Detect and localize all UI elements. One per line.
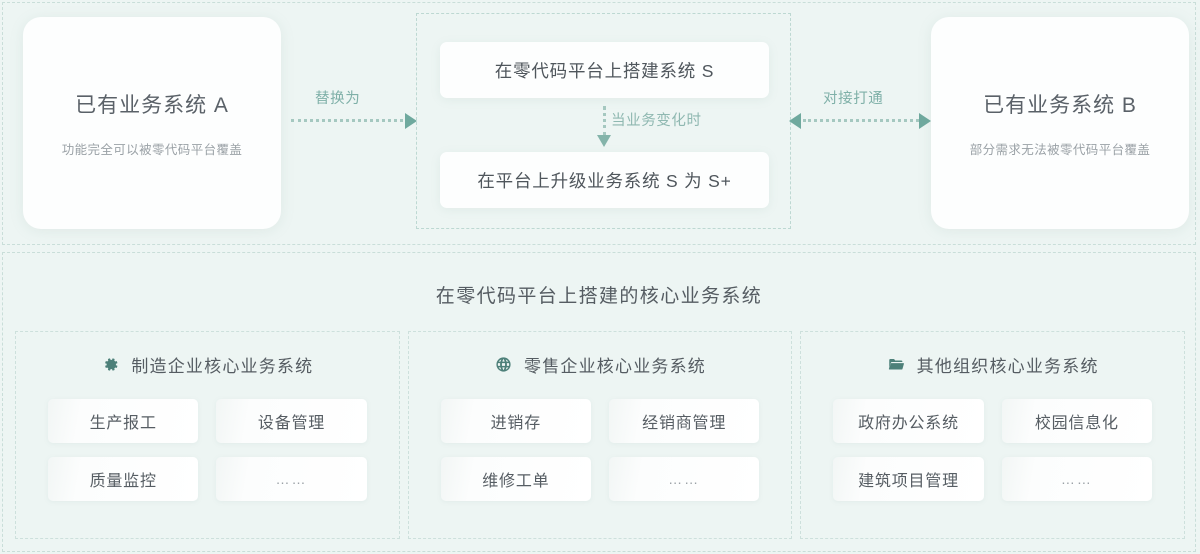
- category-header-other: 其他组织核心业务系统: [801, 352, 1184, 377]
- vertical-arrow-head-icon: [597, 135, 611, 147]
- tile-item[interactable]: 生产报工: [48, 399, 199, 443]
- tile-item[interactable]: 经销商管理: [609, 399, 760, 443]
- tile-item[interactable]: 建筑项目管理: [833, 457, 984, 501]
- connector-right-arrowhead-right-icon: [919, 113, 931, 129]
- connector-right-arrowhead-left-icon: [789, 113, 801, 129]
- tile-item-more[interactable]: ……: [609, 457, 760, 501]
- platform-change-label: 当业务变化时: [611, 113, 702, 129]
- tile-grid-other: 政府办公系统 校园信息化 建筑项目管理 ……: [801, 399, 1184, 501]
- category-column-retail: 零售企业核心业务系统 进销存 经销商管理 维修工单 ……: [407, 331, 793, 539]
- tile-item[interactable]: 进销存: [440, 399, 591, 443]
- vertical-arrow-line: [603, 106, 606, 136]
- folder-icon: [887, 356, 905, 374]
- tile-item[interactable]: 质量监控: [48, 457, 199, 501]
- top-section: 已有业务系统 A 功能完全可以被零代码平台覆盖 替换为 在零代码平台上搭建系统 …: [2, 2, 1196, 245]
- category-columns: 制造企业核心业务系统 生产报工 设备管理 质量监控 …… 零售企业核心业务系统 …: [15, 331, 1186, 539]
- tile-grid-manufacturing: 生产报工 设备管理 质量监控 ……: [16, 399, 399, 501]
- connector-left-line: [291, 119, 403, 122]
- system-b-title: 已有业务系统 B: [983, 93, 1137, 117]
- platform-build-card[interactable]: 在零代码平台上搭建系统 S: [440, 42, 769, 98]
- system-b-subtitle: 部分需求无法被零代码平台覆盖: [969, 142, 1151, 157]
- connector-left-label: 替换为: [315, 91, 361, 107]
- category-title-manufacturing: 制造企业核心业务系统: [131, 357, 314, 376]
- category-header-manufacturing: 制造企业核心业务系统: [16, 352, 399, 377]
- system-a-title: 已有业务系统 A: [75, 93, 229, 117]
- bottom-section: 在零代码平台上搭建的核心业务系统 制造企业核心业务系统 生产报工 设备管理 质量…: [2, 252, 1196, 552]
- tile-grid-retail: 进销存 经销商管理 维修工单 ……: [409, 399, 792, 501]
- tile-item-more[interactable]: ……: [216, 457, 367, 501]
- platform-build-label: 在零代码平台上搭建系统 S: [494, 60, 715, 81]
- connector-right-label: 对接打通: [823, 91, 884, 107]
- connector-integrate-arrow: [789, 113, 931, 129]
- gear-icon: [101, 356, 119, 374]
- platform-upgrade-card[interactable]: 在平台上升级业务系统 S 为 S+: [440, 152, 769, 208]
- category-column-other: 其他组织核心业务系统 政府办公系统 校园信息化 建筑项目管理 ……: [800, 331, 1186, 539]
- system-b-card[interactable]: 已有业务系统 B 部分需求无法被零代码平台覆盖: [931, 17, 1189, 229]
- platform-group: 在零代码平台上搭建系统 S 在平台上升级业务系统 S 为 S+: [416, 13, 791, 229]
- category-column-manufacturing: 制造企业核心业务系统 生产报工 设备管理 质量监控 ……: [15, 331, 400, 539]
- tile-item[interactable]: 校园信息化: [1001, 399, 1153, 443]
- connector-right-line: [803, 119, 919, 122]
- tile-item[interactable]: 设备管理: [216, 399, 367, 443]
- platform-upgrade-label: 在平台上升级业务系统 S 为 S+: [477, 170, 732, 191]
- globe-icon: [494, 356, 512, 374]
- category-title-other: 其他组织核心业务系统: [916, 357, 1099, 376]
- bottom-section-heading: 在零代码平台上搭建的核心业务系统: [435, 286, 763, 307]
- tile-item-more[interactable]: ……: [1001, 457, 1153, 501]
- tile-item[interactable]: 政府办公系统: [833, 399, 984, 443]
- system-a-subtitle: 功能完全可以被零代码平台覆盖: [61, 142, 243, 157]
- tile-item[interactable]: 维修工单: [440, 457, 591, 501]
- connector-replace-arrow: [291, 113, 417, 129]
- category-title-retail: 零售企业核心业务系统: [524, 357, 706, 376]
- system-a-card[interactable]: 已有业务系统 A 功能完全可以被零代码平台覆盖: [23, 17, 281, 229]
- connector-left-arrowhead-icon: [405, 113, 417, 129]
- platform-change-arrow: [597, 106, 611, 148]
- category-header-retail: 零售企业核心业务系统: [409, 352, 792, 377]
